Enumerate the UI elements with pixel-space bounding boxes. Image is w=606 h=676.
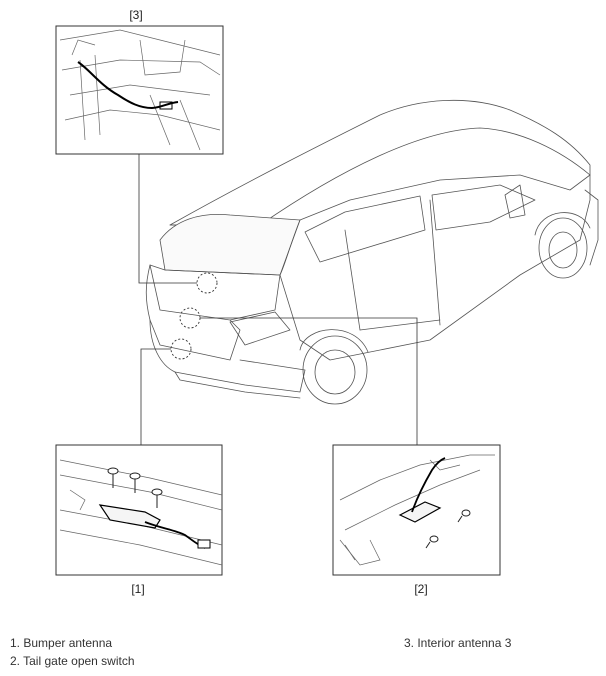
bumper-antenna-bolts bbox=[107, 467, 163, 508]
detail-box-3 bbox=[55, 25, 224, 155]
callout-label-2: [2] bbox=[414, 582, 427, 596]
tail-gate-switch-bolts bbox=[425, 509, 471, 549]
marker-interior-antenna bbox=[196, 272, 218, 294]
legend-item-interior-antenna-3: 3. Interior antenna 3 bbox=[404, 636, 512, 650]
interior-antenna-cable bbox=[77, 61, 179, 110]
tail-gate-switch-cable bbox=[411, 457, 446, 513]
callout-label-1: [1] bbox=[131, 582, 144, 596]
marker-tail-gate-switch bbox=[179, 307, 201, 329]
tail-gate-switch-body bbox=[398, 501, 442, 523]
leader-line-3 bbox=[138, 154, 197, 284]
callout-label-3: [3] bbox=[129, 8, 142, 22]
leader-lines bbox=[138, 154, 418, 445]
marker-bumper-antenna bbox=[170, 338, 192, 360]
legend-item-tail-gate-open-switch: 2. Tail gate open switch bbox=[10, 654, 135, 668]
legend-item-bumper-antenna: 1. Bumper antenna bbox=[10, 636, 113, 650]
location-markers bbox=[170, 272, 218, 360]
leader-line-1 bbox=[140, 348, 171, 445]
leader-line-2 bbox=[200, 317, 418, 445]
detail-box-1 bbox=[55, 444, 223, 576]
vehicle-illustration bbox=[145, 99, 599, 405]
detail-box-2 bbox=[332, 444, 501, 576]
